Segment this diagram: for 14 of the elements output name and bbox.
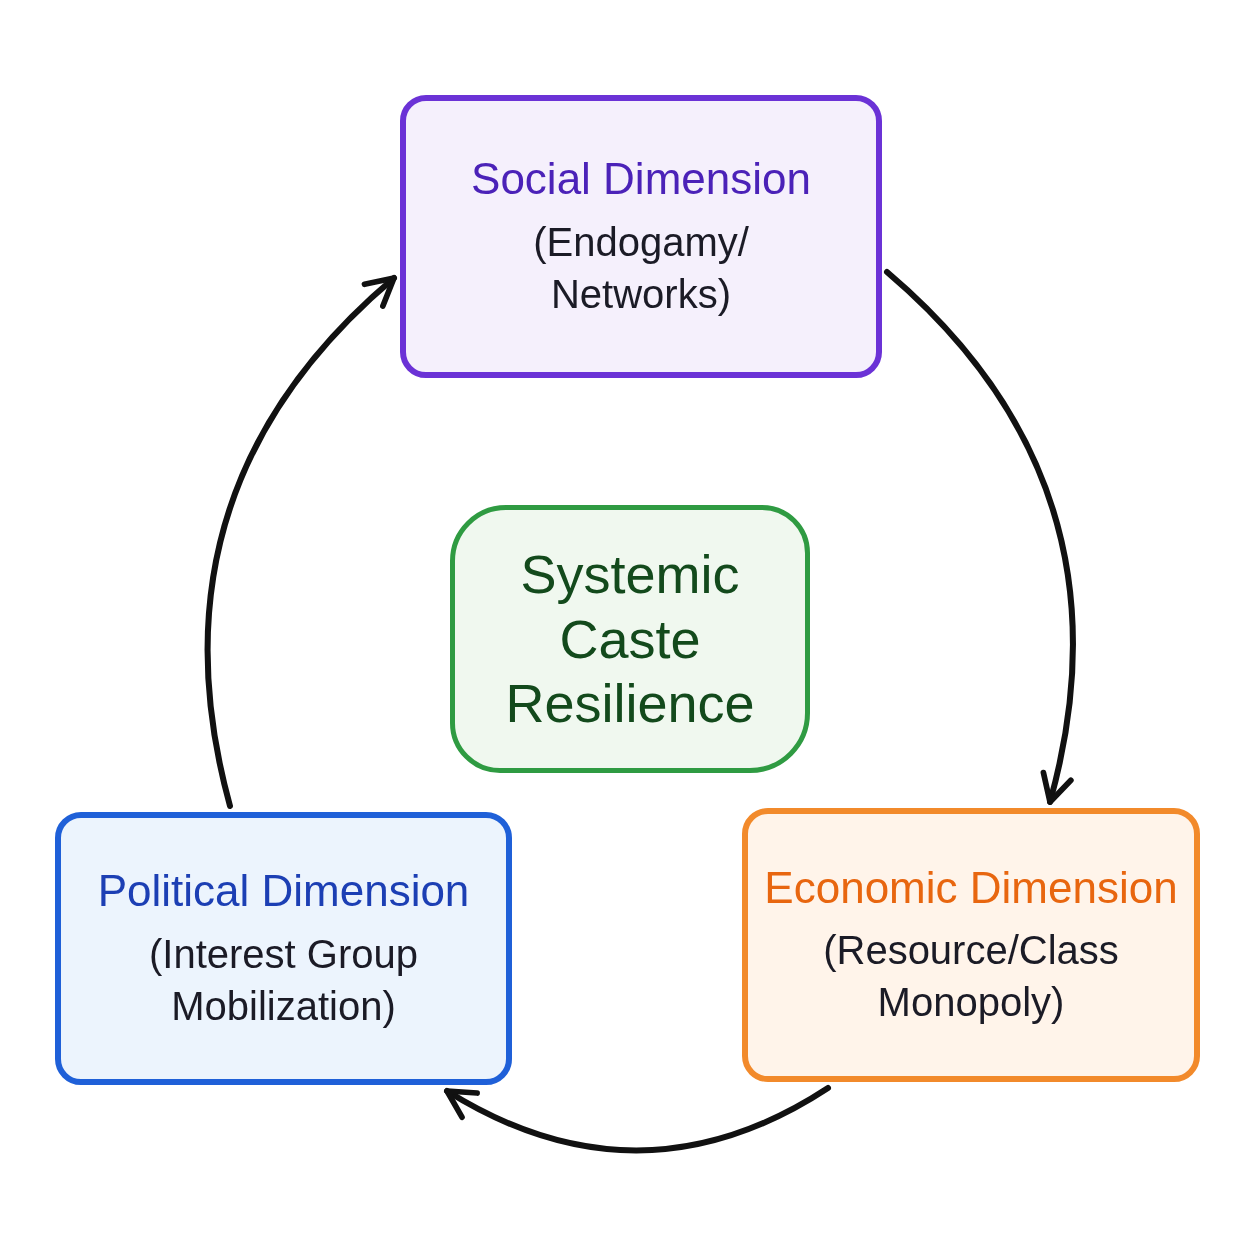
box-title: Economic Dimension xyxy=(764,861,1178,914)
dimension-box xyxy=(742,808,1200,1082)
box-title: Political Dimension xyxy=(97,865,470,918)
dimension-box xyxy=(55,812,512,1085)
box-description: (Endogamy/ Networks) xyxy=(532,218,750,318)
center-label: Systemic Caste Resilience xyxy=(504,542,756,736)
curved-arrow xyxy=(884,269,1076,805)
curved-arrow xyxy=(204,275,397,809)
dimension-box xyxy=(400,95,882,378)
box-title: Social Dimension xyxy=(471,153,811,206)
box-description: (Interest Group Mobilization) xyxy=(148,930,419,1030)
curved-arrow xyxy=(444,1085,831,1154)
box-description: (Resource/Class Monopoly) xyxy=(822,927,1120,1027)
center-box xyxy=(450,505,810,773)
